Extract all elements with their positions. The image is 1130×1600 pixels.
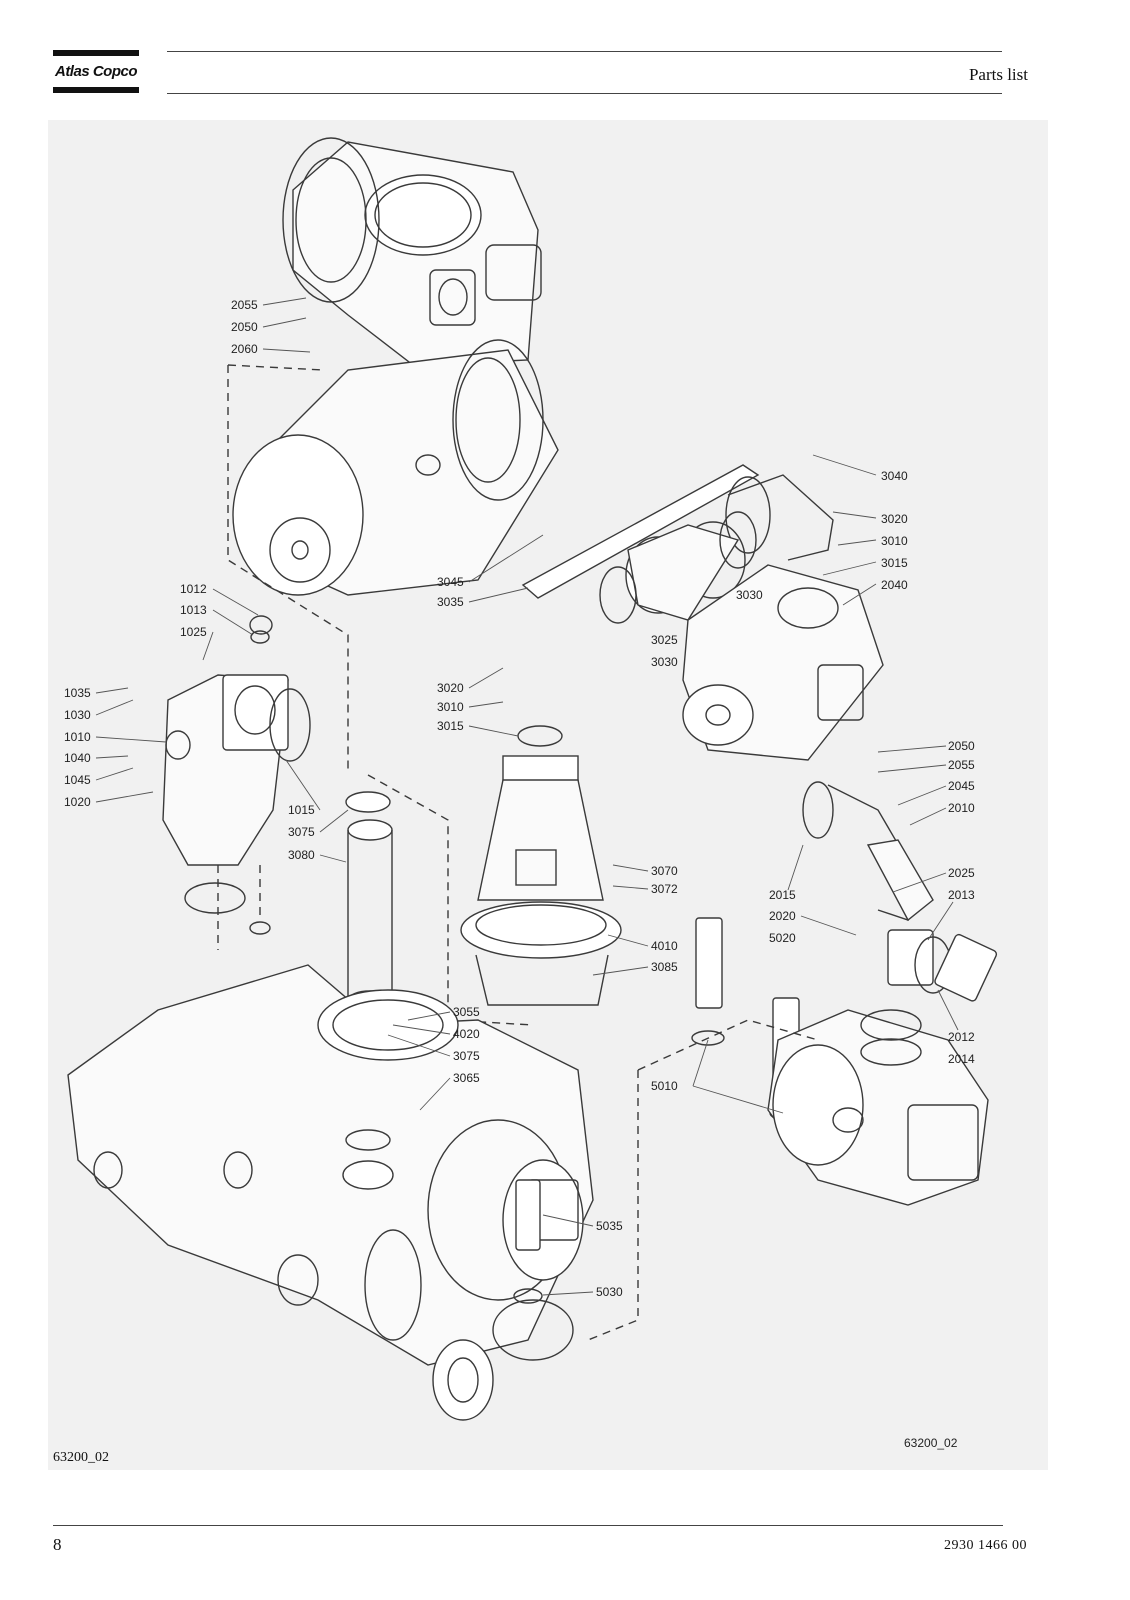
callout-1025: 1025 bbox=[180, 625, 207, 639]
page-number: 8 bbox=[53, 1535, 62, 1554]
callout-3040: 3040 bbox=[881, 469, 908, 483]
callout-2050-b: 2050 bbox=[948, 739, 975, 753]
callout-1040: 1040 bbox=[64, 751, 91, 765]
callout-3045: 3045 bbox=[437, 575, 464, 589]
casing-lower-right bbox=[767, 1009, 989, 1206]
figure-code-caption: 63200_02 bbox=[53, 1450, 109, 1465]
callout-1035: 1035 bbox=[64, 686, 91, 700]
callout-2020: 2020 bbox=[769, 909, 796, 923]
callout-1020: 1020 bbox=[64, 795, 91, 809]
callout-5035: 5035 bbox=[596, 1219, 623, 1233]
top-housing-part bbox=[282, 137, 542, 366]
motor-part bbox=[232, 339, 559, 596]
callout-2055-b: 2055 bbox=[948, 758, 975, 772]
callout-labels: 2055 2050 2060 3040 3020 3010 3015 2040 … bbox=[64, 298, 975, 1450]
callout-5030: 5030 bbox=[596, 1285, 623, 1299]
main-gearbox-casing bbox=[67, 964, 594, 1421]
callout-2025: 2025 bbox=[948, 866, 975, 880]
callout-2012: 2012 bbox=[948, 1030, 975, 1044]
callout-3070: 3070 bbox=[651, 864, 678, 878]
callout-3010-b: 3010 bbox=[437, 700, 464, 714]
page-header-title: Parts list bbox=[968, 65, 1028, 84]
callout-3015-a: 3015 bbox=[881, 556, 908, 570]
callout-5010: 5010 bbox=[651, 1079, 678, 1093]
logo-wordmark: Atlas Copco bbox=[54, 63, 138, 80]
callout-3020-a: 3020 bbox=[881, 512, 908, 526]
callout-3075-a: 3075 bbox=[288, 825, 315, 839]
callout-2010: 2010 bbox=[948, 801, 975, 815]
callout-3025: 3025 bbox=[651, 633, 678, 647]
callout-2013: 2013 bbox=[948, 888, 975, 902]
callout-3085: 3085 bbox=[651, 960, 678, 974]
tube-part bbox=[345, 791, 393, 1010]
callout-4020: 4020 bbox=[453, 1027, 480, 1041]
atlas-copco-logo: Atlas Copco bbox=[53, 50, 139, 94]
callout-2050-a: 2050 bbox=[231, 320, 258, 334]
figure-code-inside: 63200_02 bbox=[904, 1436, 958, 1450]
callout-3020-b: 3020 bbox=[437, 681, 464, 695]
cone-separator bbox=[460, 725, 622, 1006]
callout-4010: 4010 bbox=[651, 939, 678, 953]
compressor-element-right bbox=[682, 564, 884, 761]
callout-3030-b: 3030 bbox=[651, 655, 678, 669]
document-number: 2930 1466 00 bbox=[944, 1538, 1027, 1553]
callout-2040: 2040 bbox=[881, 578, 908, 592]
callout-5020: 5020 bbox=[769, 931, 796, 945]
callout-3055: 3055 bbox=[453, 1005, 480, 1019]
callout-2055-a: 2055 bbox=[231, 298, 258, 312]
pipe-assembly-upper bbox=[599, 474, 834, 624]
callout-2014: 2014 bbox=[948, 1052, 975, 1066]
callout-2015: 2015 bbox=[769, 888, 796, 902]
elbow-housing-left bbox=[162, 615, 311, 866]
callout-3072: 3072 bbox=[651, 882, 678, 896]
callout-1030: 1030 bbox=[64, 708, 91, 722]
callout-2045: 2045 bbox=[948, 779, 975, 793]
callout-3035: 3035 bbox=[437, 595, 464, 609]
callout-3075-b: 3075 bbox=[453, 1049, 480, 1063]
callout-1013: 1013 bbox=[180, 603, 207, 617]
callout-3010-a: 3010 bbox=[881, 534, 908, 548]
callout-3080: 3080 bbox=[288, 848, 315, 862]
callout-1015: 1015 bbox=[288, 803, 315, 817]
header-rule-top bbox=[167, 51, 1002, 52]
callout-3030-a: 3030 bbox=[736, 588, 763, 602]
header-rule-bottom bbox=[167, 93, 1002, 94]
callout-1010: 1010 bbox=[64, 730, 91, 744]
callout-3015-b: 3015 bbox=[437, 719, 464, 733]
callout-3065: 3065 bbox=[453, 1071, 480, 1085]
right-pipe-elbow bbox=[802, 781, 998, 1002]
callout-1012: 1012 bbox=[180, 582, 207, 596]
footer-rule bbox=[53, 1525, 1003, 1526]
callout-2060: 2060 bbox=[231, 342, 258, 356]
exploded-parts-diagram: 2055 2050 2060 3040 3020 3010 3015 2040 … bbox=[48, 120, 1048, 1470]
callout-1045: 1045 bbox=[64, 773, 91, 787]
